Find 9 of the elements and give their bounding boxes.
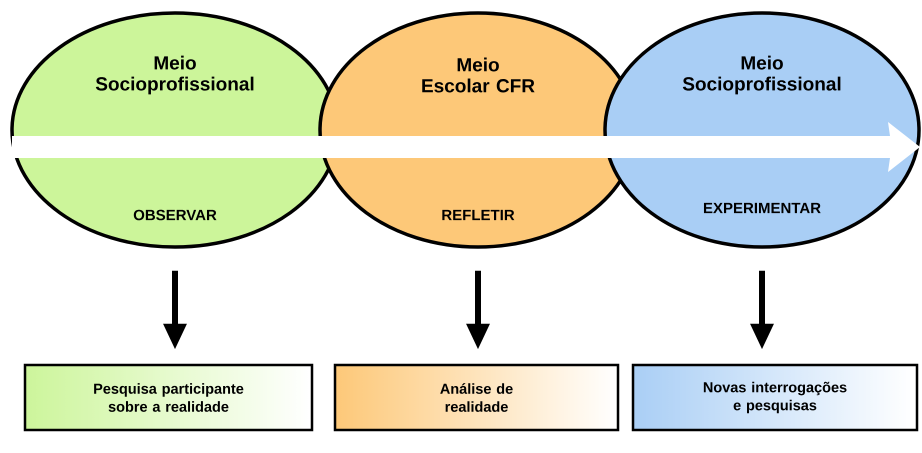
ellipse-title: Meio Escolar CFR [422, 58, 535, 92]
ellipse-title: Meio Socioprofissional [96, 56, 254, 94]
step-word: EXPERIMENTAR [704, 202, 821, 214]
text-box: Análise de realidade [334, 364, 620, 432]
step-word: REFLETIR [442, 210, 514, 220]
step-word: OBSERVAR [134, 210, 216, 220]
text-box: Pesquisa participante sobre a realidade [24, 364, 314, 432]
text-box: Novas interrogações e pesquisas [632, 364, 918, 432]
ellipse-title: Meio Socioprofissional [682, 56, 840, 94]
